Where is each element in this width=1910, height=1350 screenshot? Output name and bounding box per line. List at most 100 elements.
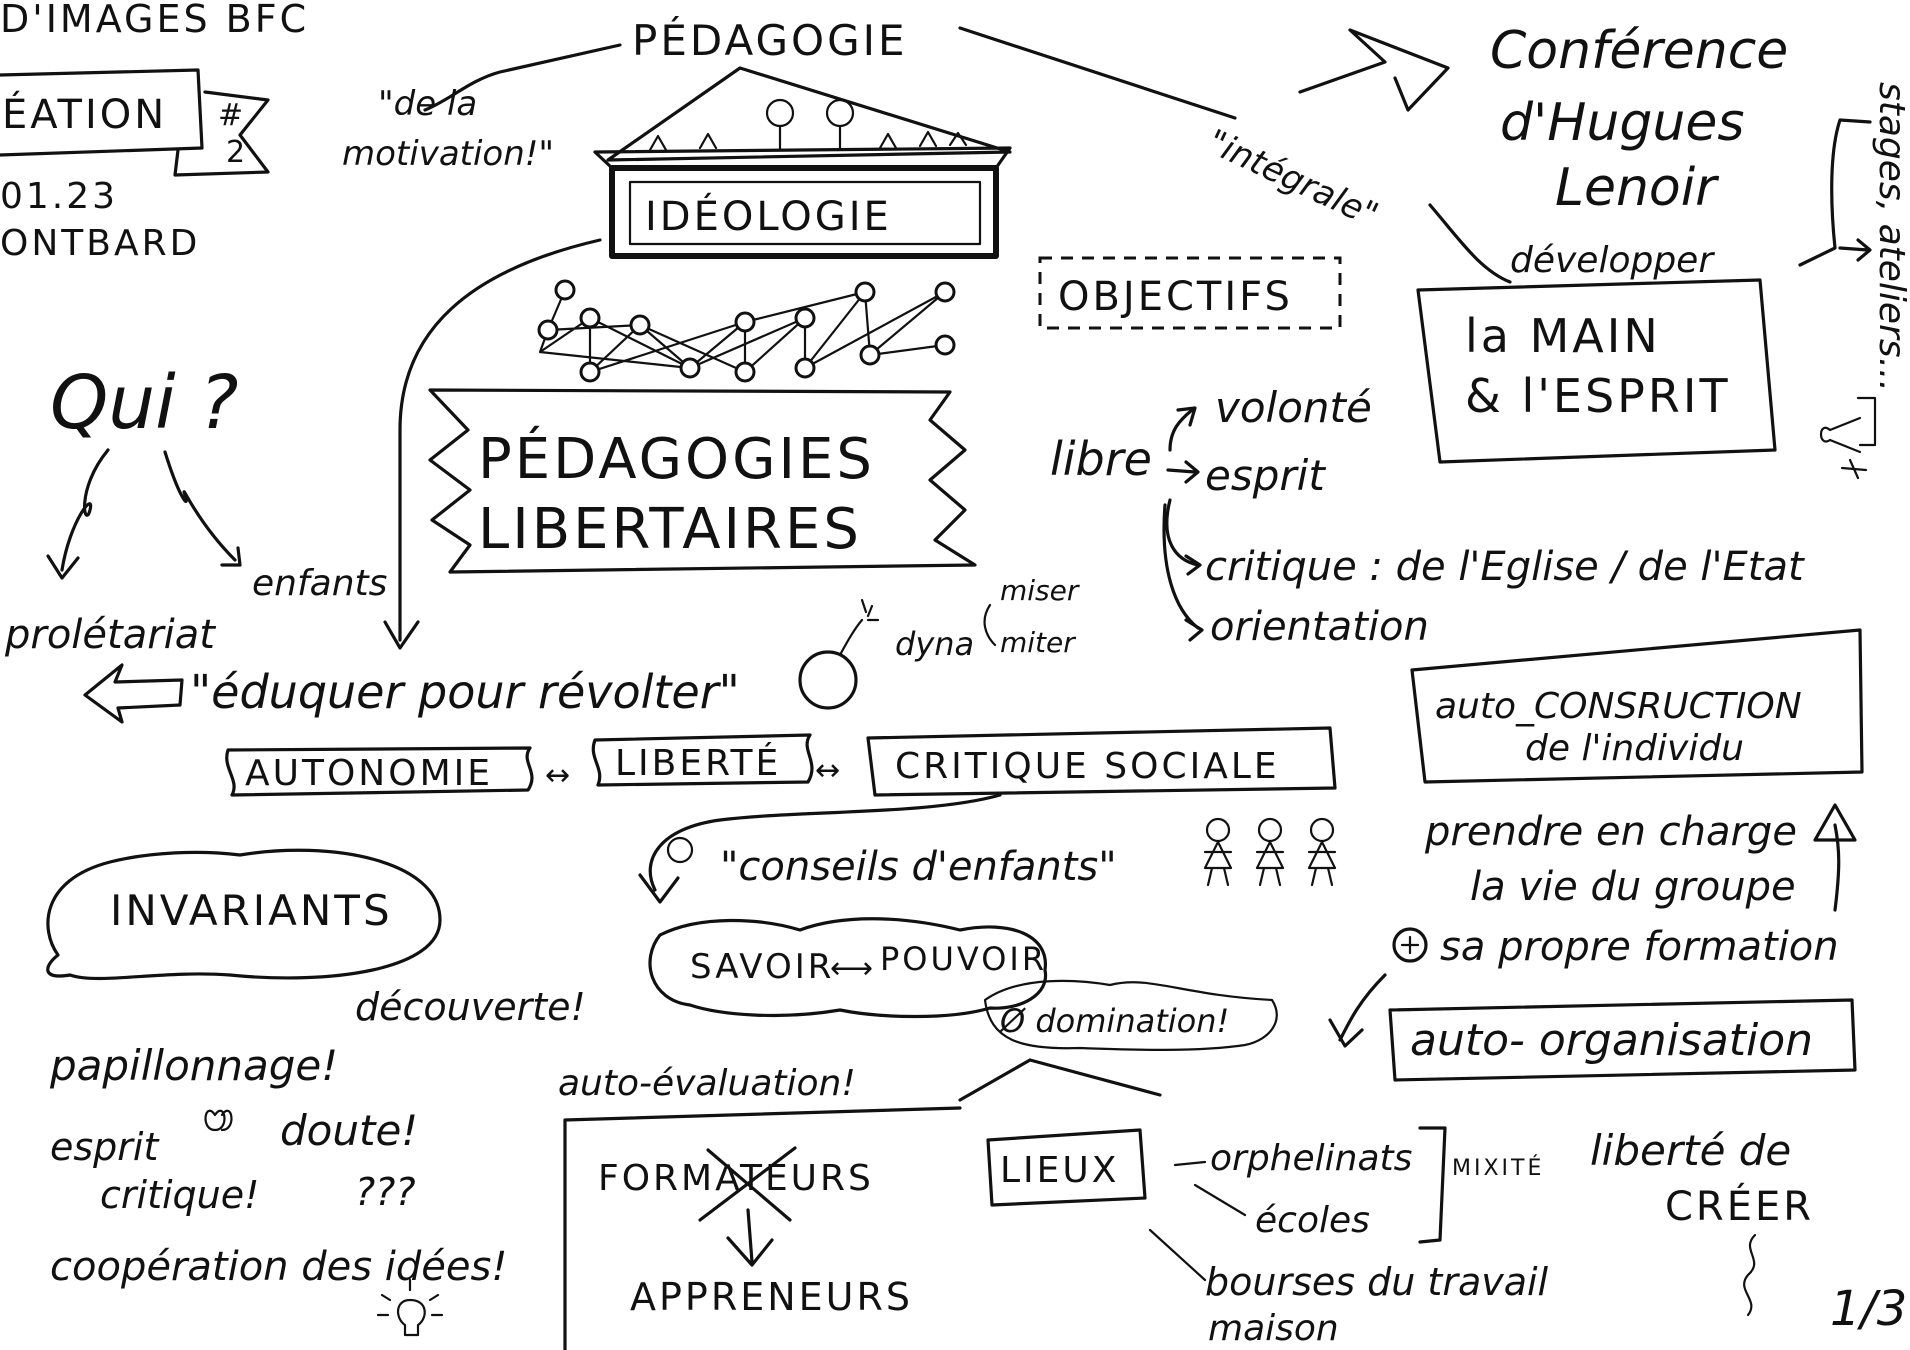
invariants-bubble [46, 848, 442, 981]
critique-sociale-frame [866, 726, 1337, 797]
lieux-box [986, 1128, 1147, 1207]
critique-label-invariants: critique! [100, 1173, 259, 1217]
up-arrow [1813, 803, 1857, 912]
event-town: ONTBARD [0, 223, 200, 264]
hash-number: 2 [226, 135, 248, 170]
conference-line-2: d'Hugues [1500, 93, 1744, 153]
connector-ideologie-eduquer [398, 238, 602, 642]
arrow-proletariat [46, 448, 110, 580]
liberte-creer-line-2: CRÉER [1665, 1182, 1814, 1230]
connector-side [1798, 118, 1872, 267]
network-icon [537, 279, 956, 383]
hash-mark: # [218, 98, 246, 133]
event-line: D'IMAGES BFC [0, 0, 309, 41]
flower-icon [648, 98, 968, 152]
domination-cloud [983, 979, 1278, 1051]
pouvoir-label: POUVOIR [880, 940, 1047, 978]
middle-block: "conseils d'enfants" SAVOIR ⟷ POUVOIR Ø … [558, 793, 1278, 1104]
arrow-down [726, 1208, 774, 1267]
values-row: AUTONOMIE ↔ LIBERTÉ ↔ CRITIQUE SOCIALE [225, 726, 1337, 797]
objectifs-block: OBJECTIFS libre volonté esprit critique … [1038, 256, 1805, 650]
title-line-2: LIBERTAIRES [478, 497, 862, 562]
main-line-1: la MAIN [1465, 309, 1661, 363]
roof-shape [606, 66, 1012, 162]
volonte-label: volonté [1215, 383, 1372, 432]
doute-label: doute! [280, 1106, 418, 1155]
appreneurs-label: APPRENEURS [630, 1275, 913, 1319]
big-right-arrow [1298, 28, 1450, 112]
plus-circle-icon [1392, 927, 1428, 963]
page-number: 1/3 [1830, 1281, 1907, 1337]
decouverte-label: découverte! [355, 985, 586, 1029]
autonomie-label: AUTONOMIE [245, 753, 493, 794]
auto-organisation-box [1388, 998, 1857, 1082]
formateurs-frame [563, 1106, 962, 1350]
conseils-label: "conseils d'enfants" [720, 844, 1117, 890]
creation-banner-frame [0, 68, 204, 157]
bracket-orientation [1162, 503, 1204, 642]
proletariat-label: prolétariat [4, 612, 216, 658]
main-line-2: & l'ESPRIT [1465, 369, 1731, 423]
formation-label: sa propre formation [1440, 924, 1839, 970]
butterfly-icon [204, 1109, 233, 1132]
liberte-creer-line-1: liberté de [1590, 1126, 1791, 1175]
main-esprit-box [1416, 278, 1777, 464]
bracket-lieux [1418, 1126, 1447, 1244]
developper-label: développer [1510, 240, 1715, 281]
right-column: auto_CONSRUCTION de l'individu prendre e… [1203, 628, 1864, 1082]
liberte-frame [591, 733, 814, 787]
arrow-esprit [1166, 460, 1200, 484]
connector-formation [1328, 973, 1387, 1048]
invariants-block: INVARIANTS découverte! papillonnage! esp… [46, 848, 586, 1337]
connector-bourses [1148, 1228, 1207, 1282]
roof-lines [958, 1058, 1162, 1102]
conference-line-3: Lenoir [1555, 158, 1720, 218]
maison-label: maison [1208, 1308, 1339, 1349]
ideologie-box-outline [609, 165, 999, 259]
enfants-label: enfants [252, 563, 387, 604]
liberte-label: LIBERTÉ [615, 742, 781, 784]
esprit-label-invariants: esprit [50, 1125, 160, 1169]
libre-label: libre [1050, 432, 1152, 486]
auto-evaluation-label: auto-évaluation! [558, 1063, 856, 1104]
prendre-line-1: prendre en charge [1424, 809, 1797, 855]
auto-organisation-label: auto- organisation [1410, 1015, 1813, 1066]
auto-construction-box [1410, 628, 1864, 784]
lieux-label: LIEUX [1000, 1150, 1119, 1191]
domination-label: Ø domination! [998, 1002, 1229, 1040]
qui-block: Qui ? enfants prolétariat "éduquer pour … [4, 360, 1080, 724]
plus-sign [1400, 935, 1420, 955]
arrow-side-2 [1838, 238, 1872, 262]
bourses-label: bourses du travail [1205, 1260, 1549, 1304]
side-text: stages, ateliers... [1871, 82, 1910, 392]
autonomie-frame [225, 746, 534, 797]
connector-developper [1428, 203, 1512, 284]
savoir-label: SAVOIR [690, 947, 834, 987]
arrow-volonte [1168, 406, 1197, 452]
bomb-icon [798, 598, 880, 710]
ideologie-box-depth [593, 146, 1012, 170]
creation-label: ÉATION [2, 90, 167, 138]
scissors-icon [1819, 396, 1877, 480]
savoir-pouvoir-cloud [648, 917, 1048, 1019]
critique-sociale-label: CRITIQUE SOCIALE [895, 746, 1280, 787]
squiggle [1743, 1233, 1757, 1317]
lightbulb-icon [376, 1278, 444, 1337]
qui-label: Qui ? [50, 360, 239, 446]
connector-ecoles [1193, 1183, 1247, 1217]
ideologie-label: IDÉOLOGIE [645, 192, 892, 240]
mixite-label: MIXITÉ [1452, 1155, 1544, 1181]
objectifs-title: OBJECTIFS [1058, 274, 1293, 320]
header-block: D'IMAGES BFC ÉATION # 2 01.23 ONTBARD [0, 0, 309, 264]
papillonnage-label: papillonnage! [49, 1041, 338, 1090]
prendre-line-2: la vie du groupe [1470, 864, 1796, 910]
ecoles-label: écoles [1255, 1200, 1370, 1241]
bottom-block: FORMATEURS APPRENEURS LIEUX orphelinats … [563, 1106, 1907, 1350]
orientation-label: orientation [1210, 604, 1429, 650]
formateurs-strike [698, 1146, 797, 1222]
children-icons [1203, 817, 1337, 887]
eduquer-label: "éduquer pour révolter" [190, 665, 740, 719]
auto-construction-line-2: de l'individu [1525, 728, 1744, 769]
motivation-line-2: motivation!" [342, 134, 554, 174]
auto-construction-line-1: auto_CONSRUCTION [1435, 686, 1802, 727]
